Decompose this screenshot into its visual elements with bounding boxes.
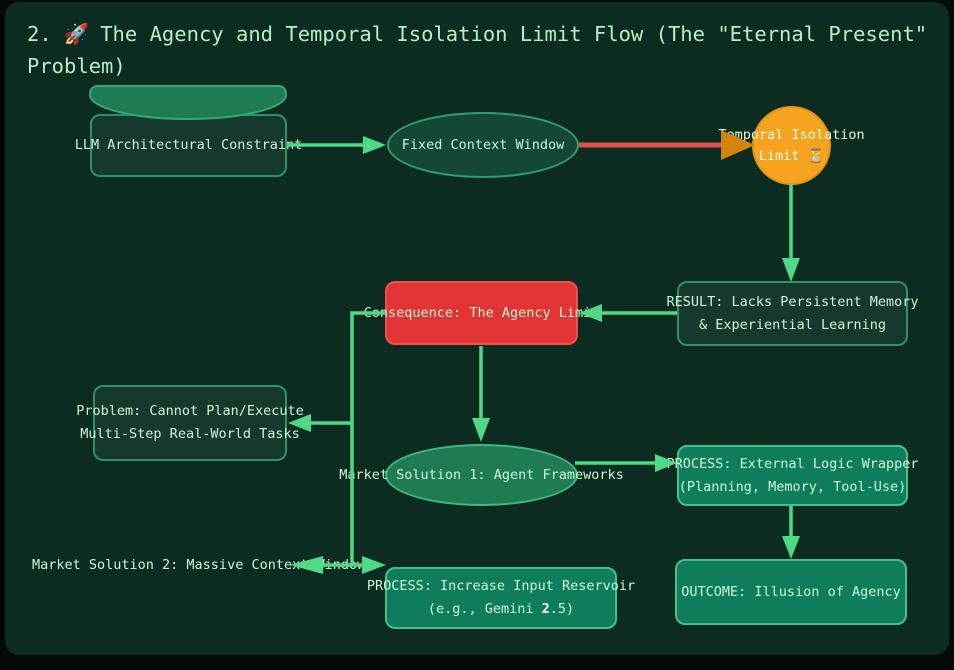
diagram-canvas: 2. 🚀 The Agency and Temporal Isolation Lim…: [5, 2, 949, 655]
node-label-line1: PROCESS: External Logic Wrapper: [666, 455, 919, 472]
node-market-solution-1: Market Solution 1: Agent Frameworks: [339, 444, 624, 506]
node-label-line2: Limit ⏳: [759, 146, 825, 167]
rocket-icon: 🚀: [63, 22, 90, 46]
node-result-lacks-memory: RESULT: Lacks Persistent Memory & Experi…: [667, 281, 918, 346]
node-label: LLM Architectural Constraint: [74, 137, 303, 153]
node-label-line2: (Planning, Memory, Tool-Use): [678, 478, 907, 495]
title-line-1: 2. 🚀 The Agency and Temporal Isolation Lim…: [27, 18, 927, 50]
node-label-line1: Problem: Cannot Plan/Execute: [76, 403, 304, 419]
hourglass-icon: ⏳: [807, 147, 825, 164]
version-number: 2: [541, 601, 550, 617]
node-label-line1: PROCESS: Increase Input Reservoir: [366, 578, 636, 594]
node-label-line1: RESULT: Lacks Persistent Memory: [666, 293, 919, 310]
node-label: Fixed Context Window: [401, 136, 565, 153]
node-label-line2: (e.g., Gemini 2.5): [428, 598, 574, 621]
node-temporal-isolation-limit: Temporal Isolation Limit ⏳: [718, 106, 865, 185]
node-consequence-agency-limit: Consequence: The Agency Limit: [364, 281, 599, 345]
node-label-line1: Temporal Isolation: [718, 126, 865, 143]
node-llm-architectural-constraint: LLM Architectural Constraint: [75, 114, 302, 177]
node-label: Consequence: The Agency Limit: [363, 304, 600, 321]
title-text: The Agency and Temporal Isolation Limit …: [100, 22, 928, 46]
node-label-line2: & Experiential Learning: [699, 316, 886, 333]
node-process-external-wrapper: PROCESS: External Logic Wrapper (Plannin…: [667, 445, 918, 506]
node-outcome-illusion-agency: OUTCOME: Illusion of Agency: [675, 559, 907, 625]
node-process-increase-reservoir: PROCESS: Increase Input Reservoir (e.g.,…: [367, 567, 635, 629]
node-label-line2: Multi-Step Real-World Tasks: [80, 426, 300, 442]
title-line-2: Problem): [27, 54, 126, 78]
label-pre: (e.g., Gemini: [427, 601, 542, 617]
limit-text: Limit: [758, 147, 800, 164]
node-fixed-context-window: Fixed Context Window: [387, 112, 579, 178]
page-title: 2. 🚀 The Agency and Temporal Isolation Lim…: [27, 18, 927, 82]
nodes-layer: LLM Architectural Constraint Fixed Conte…: [5, 2, 954, 670]
node-label: OUTCOME: Illusion of Agency: [681, 583, 901, 600]
title-number: 2.: [27, 22, 52, 46]
node-label: Market Solution 1: Agent Frameworks: [339, 466, 624, 483]
node-market-solution-2: Market Solution 2: Massive Context Windo…: [32, 557, 366, 573]
node-problem-cannot-plan: Problem: Cannot Plan/Execute Multi-Step …: [76, 385, 304, 461]
label-post: .5): [549, 601, 575, 617]
